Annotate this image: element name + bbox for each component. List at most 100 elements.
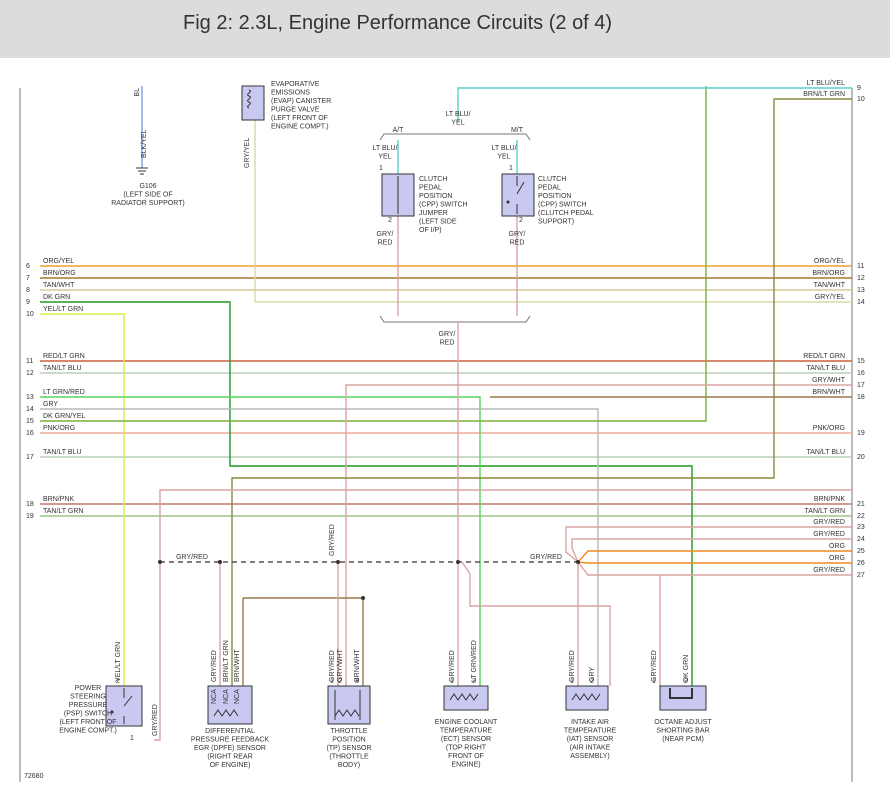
cpp-switch-label-line-1: PEDAL bbox=[538, 185, 561, 192]
components-layer bbox=[105, 85, 707, 727]
psp-label-line-2: PRESSURE bbox=[69, 702, 108, 709]
left-wire-num-8: 8 bbox=[26, 287, 30, 294]
splice-dpfe bbox=[218, 560, 222, 564]
switch-contact bbox=[516, 176, 525, 214]
tp-sensor bbox=[327, 685, 371, 725]
left-wire-label-18: BRN/PNK bbox=[43, 496, 74, 503]
left-wire-label-7: BRN/ORG bbox=[43, 270, 76, 277]
label-gry-red-mt-line-1: RED bbox=[510, 240, 525, 247]
dpfe-wire-0: GRY/RED bbox=[211, 650, 218, 682]
bracket-bottom bbox=[379, 315, 531, 323]
left-wire-label-13: LT GRN/RED bbox=[43, 389, 85, 396]
label-gry-red-left: GRY/RED bbox=[176, 554, 208, 561]
right-wire-label-18: BRN/WHT bbox=[812, 389, 845, 396]
right-wire-num-22: 22 bbox=[857, 513, 865, 520]
cpp-jumper-label-line-2: POSITION bbox=[419, 193, 452, 200]
cpp-jumper-label-line-0: CLUTCH bbox=[419, 176, 447, 183]
psp-wire-top: YEL/LT GRN bbox=[115, 642, 122, 682]
label-gry-red-at-line-1: RED bbox=[378, 240, 393, 247]
splice-tp bbox=[336, 560, 340, 564]
right-wire-num-13: 13 bbox=[857, 287, 865, 294]
cpp-jumper-pin-2: 2 bbox=[388, 217, 392, 224]
dpfe-sensor bbox=[207, 685, 253, 725]
left-wire-num-9: 9 bbox=[26, 299, 30, 306]
ect-label-line-4: FRONT OF bbox=[448, 753, 484, 760]
wire-lt-grn-red bbox=[40, 396, 481, 686]
dpfe-label-line-1: PRESSURE FEEDBACK bbox=[191, 737, 270, 744]
wire-org-26 bbox=[577, 561, 852, 564]
label-gry-red-center-line-1: RED bbox=[440, 340, 455, 347]
shorting-bar bbox=[669, 688, 693, 699]
right-wire-num-17: 17 bbox=[857, 382, 865, 389]
label-gry-red-vertical: GRY/RED bbox=[329, 524, 336, 556]
psp-label-line-1: STEERING bbox=[70, 694, 106, 701]
g106-label-line-0: G106 bbox=[139, 183, 156, 190]
iat-label-line-4: ASSEMBLY) bbox=[570, 753, 610, 760]
octane-label-line-0: OCTANE ADJUST bbox=[654, 719, 712, 726]
g106-label-line-2: RADIATOR SUPPORT) bbox=[111, 200, 185, 207]
dpfe-pin-0: NCA bbox=[211, 689, 218, 704]
wire-gry-red-left-up bbox=[159, 489, 852, 562]
left-wire-label-16: PNK/ORG bbox=[43, 425, 75, 432]
left-wire-num-16: 16 bbox=[26, 430, 34, 437]
header-bar: Fig 2: 2.3L, Engine Performance Circuits… bbox=[0, 0, 890, 58]
dpfe-label-line-0: DIFFERENTIAL bbox=[205, 728, 255, 735]
splice-brn-wht bbox=[361, 596, 365, 600]
dpfe-resistor bbox=[213, 709, 239, 717]
right-top-num-10: 10 bbox=[857, 96, 865, 103]
wire-gry-red-24 bbox=[571, 538, 852, 563]
right-wire-num-27: 27 bbox=[857, 572, 865, 579]
cpp-jumper-label-line-1: PEDAL bbox=[419, 185, 442, 192]
right-wire-num-18: 18 bbox=[857, 394, 865, 401]
evap-label-line-4: (LEFT FRONT OF bbox=[271, 115, 328, 122]
right-wire-label-22: TAN/LT GRN bbox=[805, 508, 845, 515]
tp-label-line-4: BODY) bbox=[338, 762, 360, 769]
dpfe-label-line-2: EGR (DPFE) SENSOR bbox=[194, 745, 266, 752]
ect-pin-1: 2 bbox=[472, 678, 476, 685]
wire-label-bl: BL bbox=[134, 88, 141, 97]
right-wire-label-23: GRY/RED bbox=[813, 519, 845, 526]
octane-label-line-1: SHORTING BAR bbox=[656, 728, 709, 735]
right-wire-num-14: 14 bbox=[857, 299, 865, 306]
wire-gry-red-23 bbox=[565, 526, 852, 563]
right-wire-label-27: GRY/RED bbox=[813, 567, 845, 574]
wire-gry-red-iat-route bbox=[461, 561, 611, 686]
iat-label-line-0: INTAKE AIR bbox=[571, 719, 609, 726]
psp-contact bbox=[123, 688, 133, 724]
right-wire-num-26: 26 bbox=[857, 560, 865, 567]
cpp-switch-pin-1: 1 bbox=[509, 165, 513, 172]
wire-label-gry-yel: GRY/YEL bbox=[244, 138, 251, 168]
right-top-label-9: LT BLU/YEL bbox=[807, 80, 845, 87]
ground-icon bbox=[136, 167, 148, 175]
ect-resistor bbox=[449, 693, 479, 701]
right-wire-label-16: TAN/LT BLU bbox=[806, 365, 845, 372]
tp-wire-0: GRY/RED bbox=[329, 650, 336, 682]
label-gry-red-at-line-0: GRY/ bbox=[377, 231, 394, 238]
g106-label-line-1: (LEFT SIDE OF bbox=[123, 192, 172, 199]
psp-pin-bottom: 1 bbox=[130, 735, 134, 742]
label-lt-blu-yel-top-line-1: YEL bbox=[451, 120, 464, 127]
right-wire-num-24: 24 bbox=[857, 536, 865, 543]
label-lt-blu-yel-top-line-0: LT BLU/ bbox=[445, 111, 470, 118]
right-wire-num-23: 23 bbox=[857, 524, 865, 531]
ect-label-line-5: ENGINE) bbox=[451, 762, 480, 769]
splice-left bbox=[158, 560, 162, 564]
octane-pin-0: 1 bbox=[652, 678, 656, 685]
label-mt: M/T bbox=[511, 127, 524, 134]
left-wire-num-6: 6 bbox=[26, 263, 30, 270]
left-wire-label-6: ORG/YEL bbox=[43, 258, 74, 265]
wire-gry-wht bbox=[345, 384, 852, 686]
psp-pivot bbox=[110, 710, 114, 714]
right-wire-num-12: 12 bbox=[857, 275, 865, 282]
left-wire-label-10: YEL/LT GRN bbox=[43, 306, 83, 313]
right-wire-label-17: GRY/WHT bbox=[812, 377, 846, 384]
left-wire-num-13: 13 bbox=[26, 394, 34, 401]
label-lt-blu-yel-mt-line-0: LT BLU/ bbox=[491, 145, 516, 152]
wire-gry-red-27 bbox=[577, 561, 852, 576]
tp-label-line-0: THROTTLE bbox=[331, 728, 368, 735]
dpfe-pin-2: NCA bbox=[234, 689, 241, 704]
right-wire-num-19: 19 bbox=[857, 430, 865, 437]
evap-label-line-2: (EVAP) CANISTER bbox=[271, 98, 331, 105]
figure-id: 72680 bbox=[24, 773, 44, 780]
